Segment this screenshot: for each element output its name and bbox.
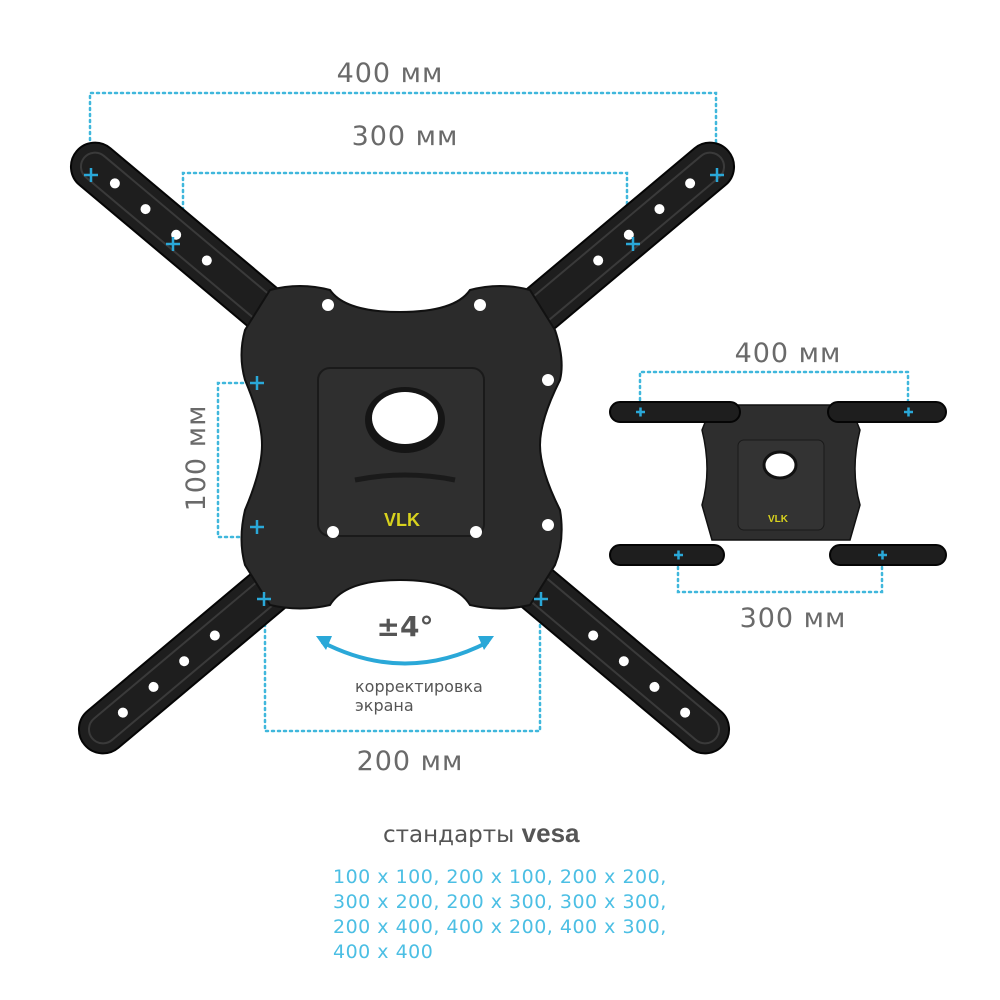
- small-vlk-logo: VLK: [768, 514, 789, 525]
- mount-plate: VLK: [240, 285, 563, 610]
- mount-hole-markers: [84, 168, 724, 606]
- tilt-caption-line2: экрана: [355, 696, 414, 715]
- small-dim-top-label: 400 мм: [735, 338, 842, 369]
- vesa-standards: стандарты vesa 100 x 100, 200 x 100, 200…: [333, 818, 753, 965]
- tilt-value: ±4°: [377, 610, 434, 643]
- dim-top-outer-label: 400 мм: [337, 58, 444, 89]
- vesa-line: 300 x 200, 200 x 300, 300 x 300,: [333, 891, 667, 913]
- vesa-title-bold: vesa: [521, 818, 580, 848]
- tilt-indicator: [316, 636, 494, 666]
- vesa-line: 400 x 400: [333, 941, 434, 963]
- dim-left-label: 100 мм: [181, 405, 212, 512]
- dimension-lines-main: [88, 91, 718, 733]
- vesa-line: 100 x 100, 200 x 100, 200 x 200,: [333, 866, 667, 888]
- dim-bottom-label: 200 мм: [357, 746, 464, 777]
- tilt-caption-line1: корректировка: [355, 677, 483, 696]
- arm-top-left: [69, 141, 291, 335]
- small-dim-bottom-label: 300 мм: [740, 603, 847, 634]
- vesa-title-prefix: стандарты: [383, 822, 515, 848]
- dim-top-inner-label: 300 мм: [352, 121, 459, 152]
- vlk-logo: VLK: [384, 510, 420, 530]
- small-mount-diagram: VLK: [609, 370, 947, 594]
- vesa-line: 200 x 400, 400 x 200, 400 x 300,: [333, 916, 667, 938]
- vesa-title: стандарты vesa: [383, 818, 753, 849]
